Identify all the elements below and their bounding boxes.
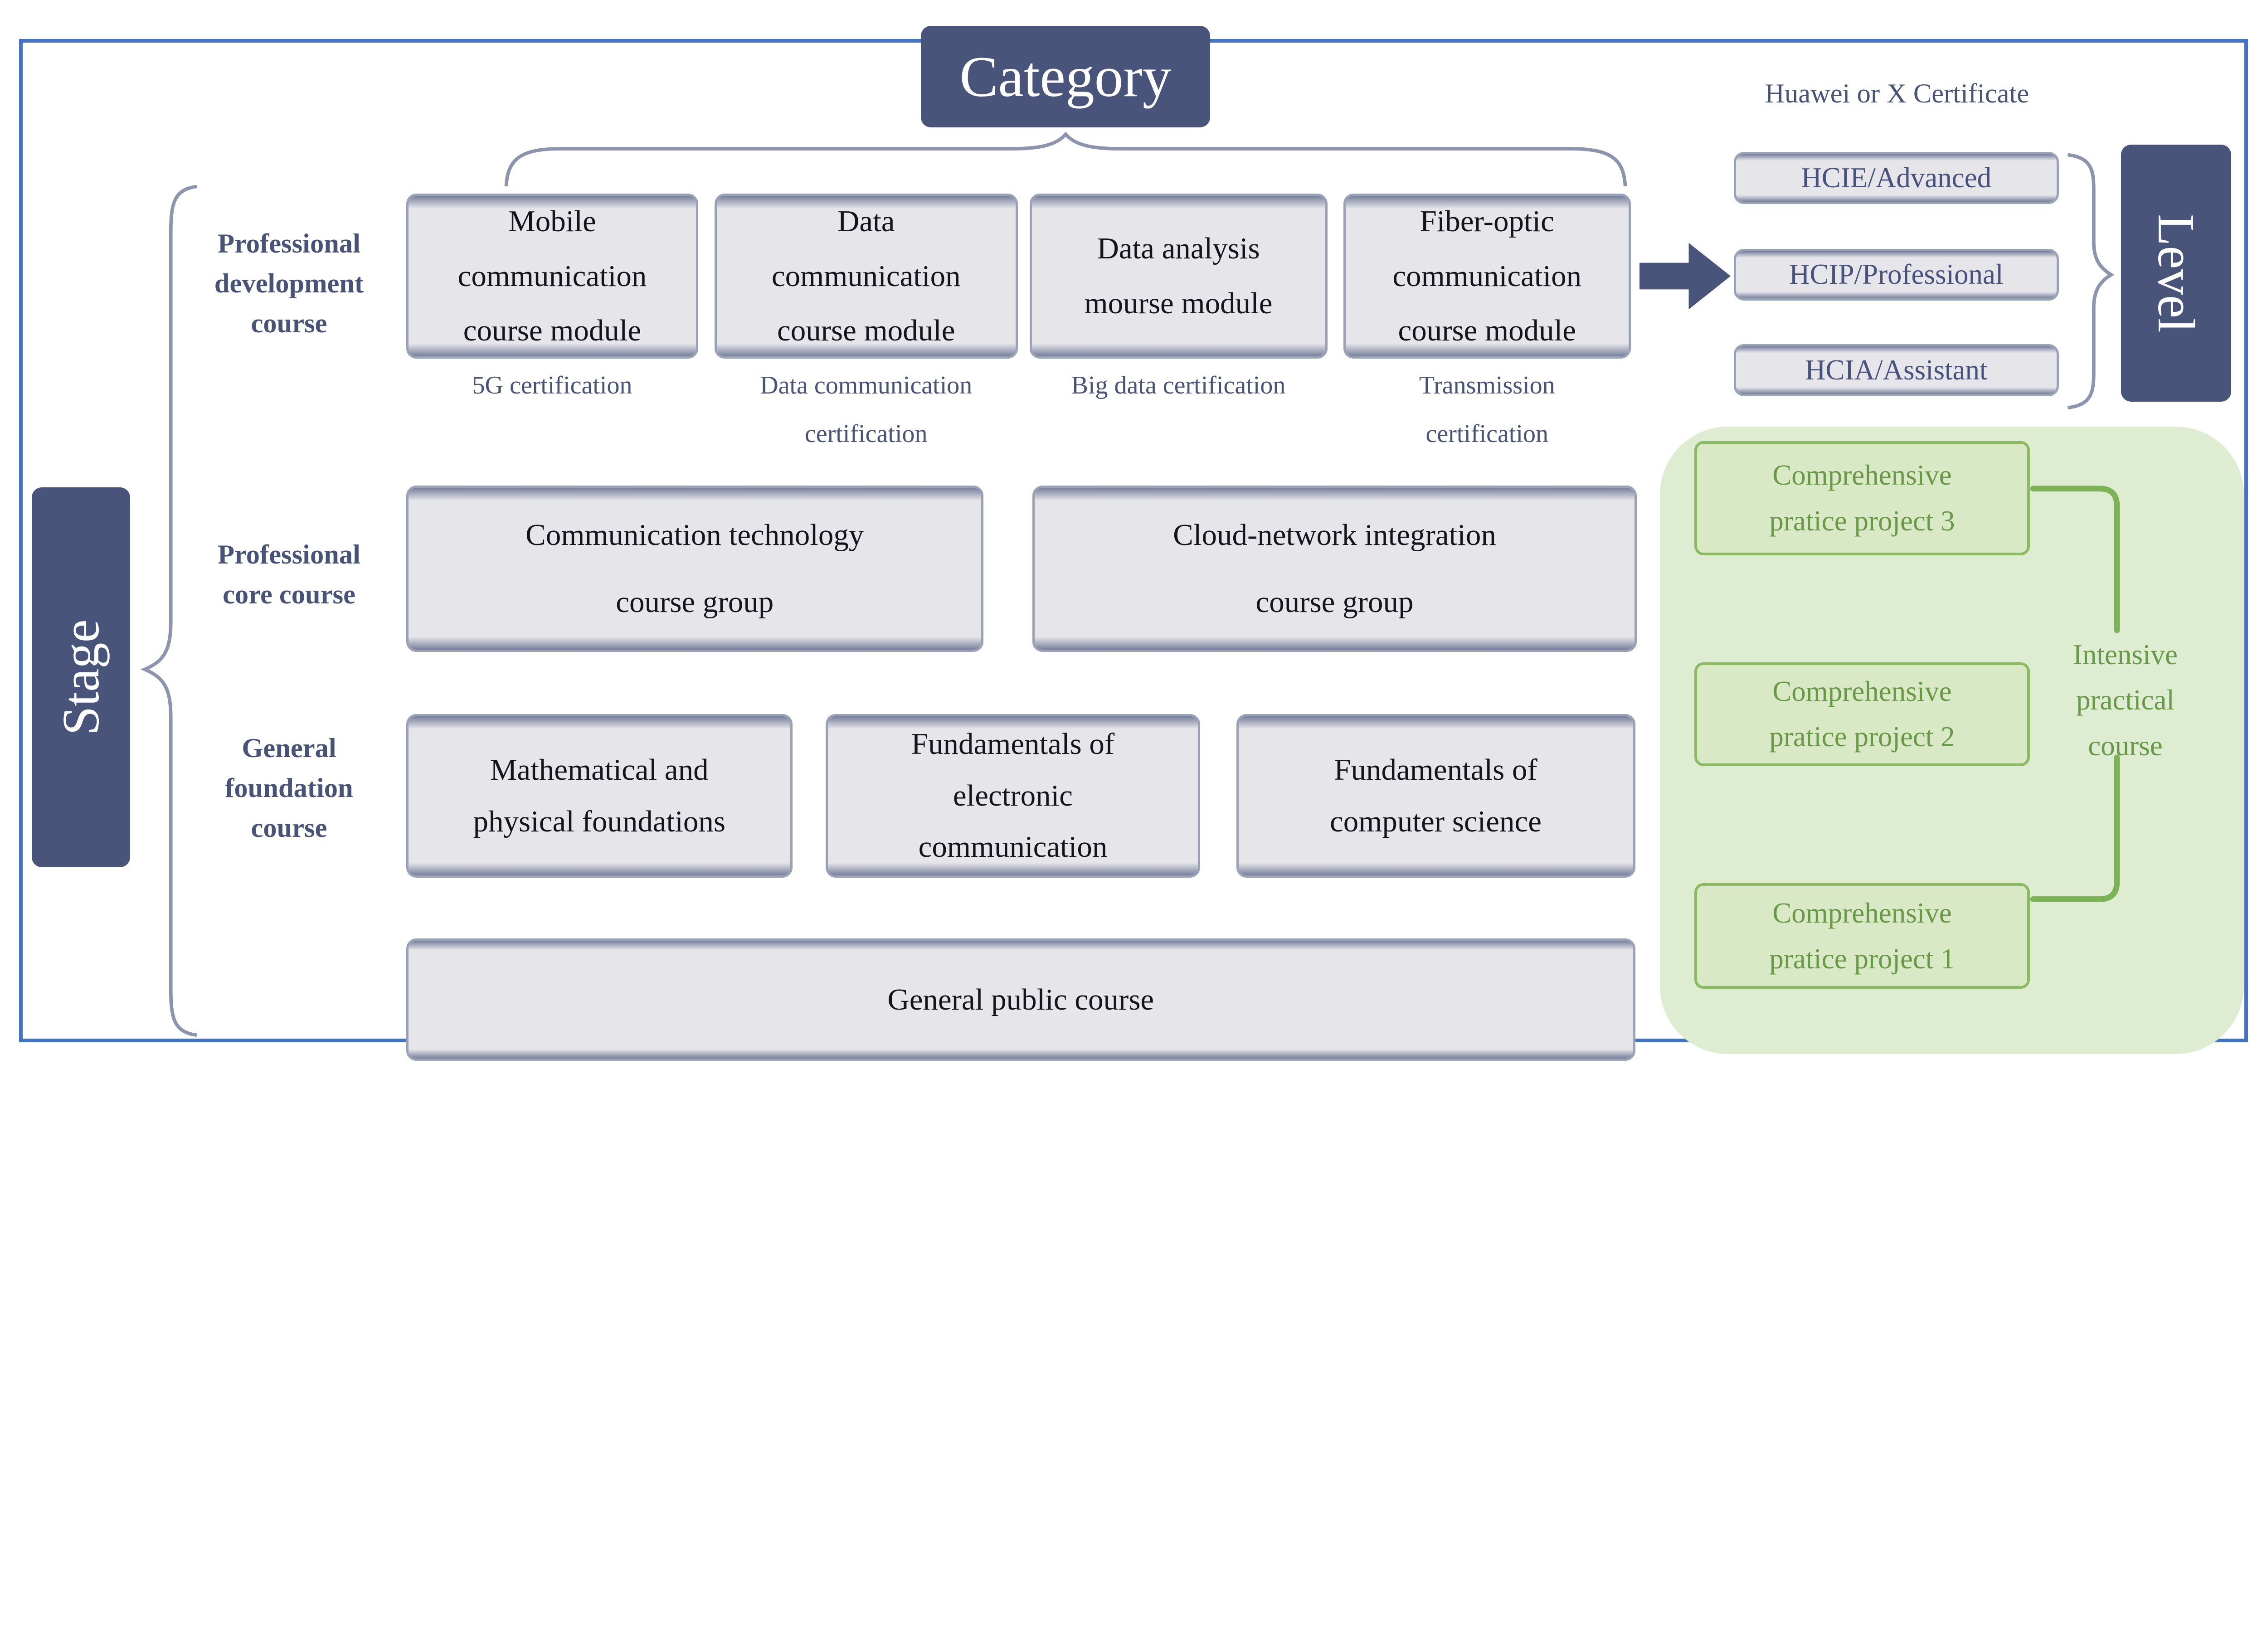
module-title: Mobile communication course module	[457, 204, 647, 348]
certificate-level-label: HCIA/Assistant	[1805, 354, 1988, 386]
level-box: Level	[2121, 144, 2231, 402]
practice-project-box-1: Comprehensive pratice project 1	[1694, 883, 2030, 989]
stage-item-professional-development: Professional development course	[214, 228, 364, 339]
core-course-title: Cloud-network integration course group	[1173, 518, 1496, 619]
practice-project-box-3: Comprehensive pratice project 3	[1694, 441, 2030, 555]
stage-brace	[140, 185, 197, 1037]
core-course-box-communication-technology: Communication technology course group	[406, 486, 983, 652]
certificate-title: Huawei or X Certificate	[1765, 78, 2029, 109]
module-certification: Transmission certification	[1419, 371, 1555, 448]
module-certification: 5G certification	[472, 371, 632, 400]
foundation-course-box-math-physics: Mathematical and physical foundations	[406, 714, 793, 878]
core-course-title: Communication technology course group	[525, 518, 864, 619]
practice-project-label: Comprehensive pratice project 1	[1769, 897, 1955, 975]
core-course-box-cloud-network: Cloud-network integration course group	[1032, 486, 1637, 652]
category-brace	[504, 131, 1627, 187]
foundation-course-title: Mathematical and physical foundations	[473, 753, 725, 838]
stage-box: Stage	[32, 487, 130, 868]
foundation-course-box-electronic-communication: Fundamentals of electronic communication	[825, 714, 1200, 878]
certificate-level-box-hcia: HCIA/Assistant	[1733, 344, 2059, 396]
certificate-level-label: HCIE/Advanced	[1801, 161, 1992, 194]
module-certification: Data communication certification	[760, 371, 973, 448]
practice-project-label: Comprehensive pratice project 2	[1769, 675, 1955, 753]
practice-project-box-2: Comprehensive pratice project 2	[1694, 662, 2030, 767]
module-box-fiber-optic: Fiber-optic communication course module	[1343, 194, 1631, 359]
practice-project-label: Comprehensive pratice project 3	[1769, 459, 1955, 537]
stage-item-professional-core: Professional core course	[218, 539, 360, 610]
practice-bracket	[2030, 486, 2120, 902]
module-box-data-communication: Data communication course module	[714, 194, 1018, 359]
foundation-course-title: Fundamentals of electronic communication	[911, 727, 1115, 864]
module-title: Fiber-optic communication course module	[1392, 204, 1582, 348]
certificate-level-label: HCIP/Professional	[1789, 258, 2004, 291]
public-course-title: General public course	[887, 982, 1154, 1016]
module-title: Data analysis mourse module	[1084, 232, 1273, 320]
certificate-level-box-hcip: HCIP/Professional	[1733, 248, 2059, 301]
module-certification: Big data certification	[1071, 371, 1286, 400]
category-box: Category	[921, 26, 1210, 127]
module-title: Data communication course module	[771, 204, 961, 348]
practice-group-label: Intensive practical course	[2073, 638, 2178, 762]
foundation-course-title: Fundamentals of computer science	[1330, 753, 1542, 838]
foundation-course-box-computer-science: Fundamentals of computer science	[1236, 714, 1635, 878]
module-box-mobile-communication: Mobile communication course module	[406, 194, 698, 359]
level-brace	[2067, 153, 2114, 409]
certificate-level-box-hcie: HCIE/Advanced	[1733, 151, 2059, 204]
stage-item-general-foundation: General foundation course	[225, 733, 353, 843]
public-course-box: General public course	[406, 938, 1635, 1061]
curriculum-structure-diagram: Category Stage Professional development …	[19, 26, 2248, 1061]
stage-label: Stage	[52, 619, 110, 735]
category-label: Category	[959, 44, 1172, 109]
level-label: Level	[2147, 214, 2205, 333]
module-box-data-analysis: Data analysis mourse module	[1029, 194, 1328, 359]
